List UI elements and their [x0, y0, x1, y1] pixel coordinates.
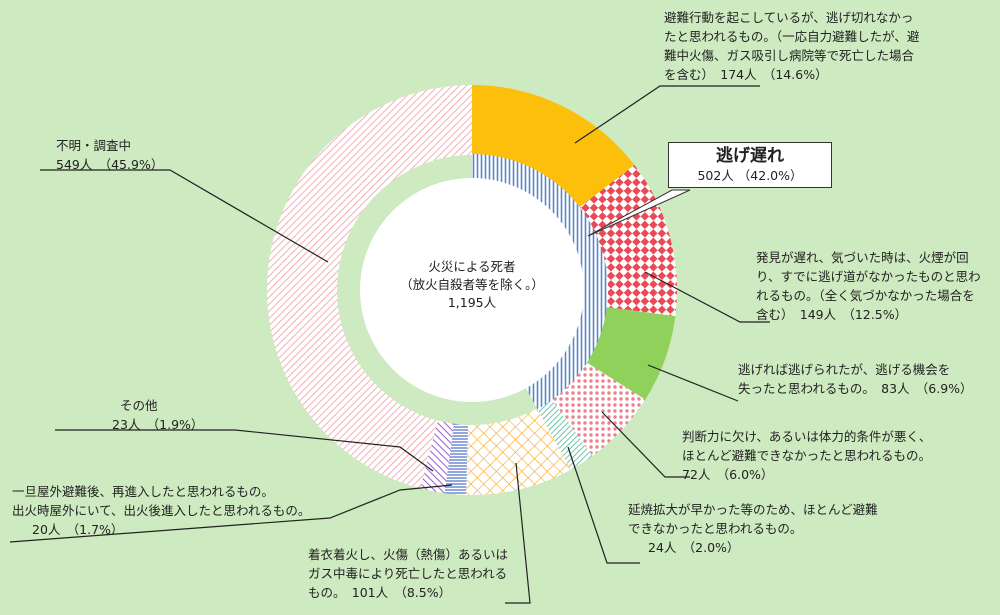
outer-slice-9 [266, 85, 472, 489]
label-8: その他 23人 （1.9%） [112, 398, 204, 432]
leader-line-8 [55, 429, 434, 472]
leader-line-1 [574, 85, 760, 144]
label-1: 避難行動を起こしているが、逃げ切れなかっ たと思われるもの。（一応自力避難したが… [664, 10, 920, 82]
leader-line-7 [9, 484, 453, 543]
label-4: 判断力に欠け、あるいは体力的条件が悪く、 ほとんど避難できなかったと思われるもの… [682, 429, 932, 482]
leader-line-3 [647, 364, 739, 402]
leader-line-9 [40, 169, 329, 263]
center-label: 火災による死者 （放火自殺者等を除く。） 1,195人 [372, 258, 572, 312]
center-hole [360, 178, 584, 402]
outer-slice-4 [551, 362, 646, 456]
outer-slice-6 [466, 408, 571, 495]
leader-line-4 [601, 411, 690, 478]
label-6: 着衣着火し、火傷（熱傷）あるいは ガス中毒により死亡したと思われる もの。 10… [308, 547, 509, 600]
outer-slice-7 [444, 423, 469, 495]
leader-line-2 [644, 271, 770, 323]
callout-value: 502人 （42.0%） [697, 168, 803, 183]
center-line-2: （放火自殺者等を除く。） [400, 277, 544, 292]
label-2: 発見が遅れ、気づいた時は、火煙が回 り、すでに逃げ道がなかったものと思わ れるも… [756, 250, 981, 322]
label-5: 延焼拡大が早かった等のため、ほとんど避難 できなかったと思われるもの。 24人 … [628, 502, 878, 555]
outer-slice-3 [586, 307, 676, 400]
center-line-3: 1,195人 [447, 295, 497, 310]
outer-slice-5 [536, 399, 593, 470]
callout-title: 逃げ遅れ [716, 146, 784, 166]
callout-box: 逃げ遅れ 502人 （42.0%） [668, 142, 832, 188]
inner-slice-1 [472, 154, 608, 410]
leader-line-5 [567, 446, 640, 564]
label-7: 一旦屋外避難後、再進入したと思われるもの。 出火時屋外にいて、出火後進入したと思… [12, 484, 311, 537]
outer-slice-1 [472, 85, 635, 208]
center-line-1: 火災による死者 [428, 259, 516, 274]
callout-pointer [587, 189, 691, 237]
label-3: 逃げれば逃げられたが、逃げる機会を 失ったと思われるもの。 83人 （6.9%） [738, 362, 973, 396]
outer-slice-8 [420, 420, 454, 494]
label-9: 不明・調査中 549人 （45.9%） [56, 138, 164, 172]
leader-line-6 [505, 462, 531, 604]
